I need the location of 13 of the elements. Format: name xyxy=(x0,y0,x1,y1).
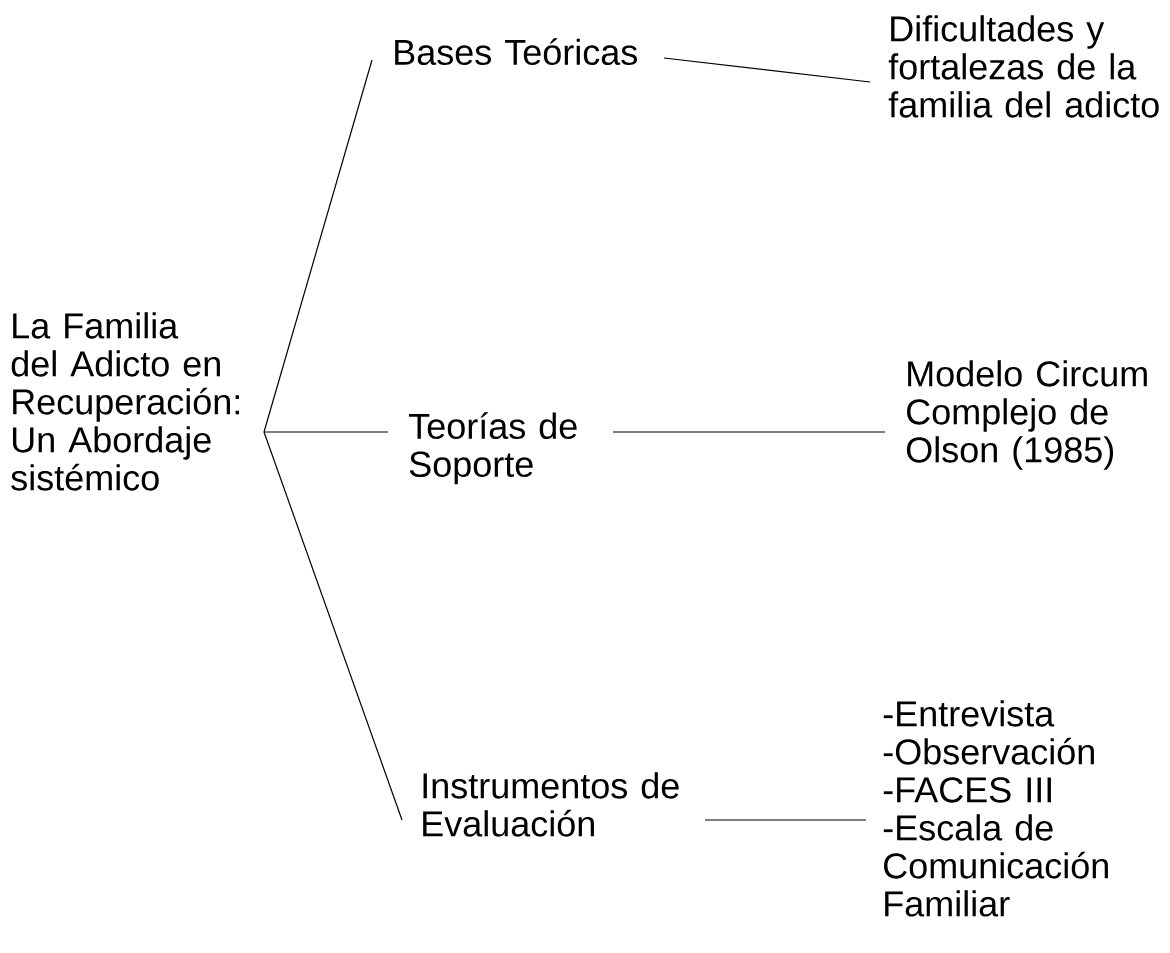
node-text: Instrumentos de Evaluación xyxy=(423,772,679,837)
node-text: Modelo Circum Complejo de Olson (1985) xyxy=(906,360,1147,470)
node-text: La Familia del Adicto en Recuperación: Un Abordaje sistémico xyxy=(11,312,239,491)
node-text: Bases Teóricas xyxy=(395,38,637,66)
connector-line xyxy=(663,57,871,83)
connector-line xyxy=(263,431,403,821)
node-text: -Entrevista -Observación -FACES III -Escala de Comunicación Familiar xyxy=(883,700,1108,917)
connector-line xyxy=(263,431,389,433)
connector-line xyxy=(704,819,867,821)
node-text: Dificultades y fortalezas de la familia del adicto xyxy=(888,15,1159,118)
connector-line xyxy=(263,59,373,433)
node-text: Teorías de Soporte xyxy=(409,412,577,485)
connector-line xyxy=(612,431,886,433)
